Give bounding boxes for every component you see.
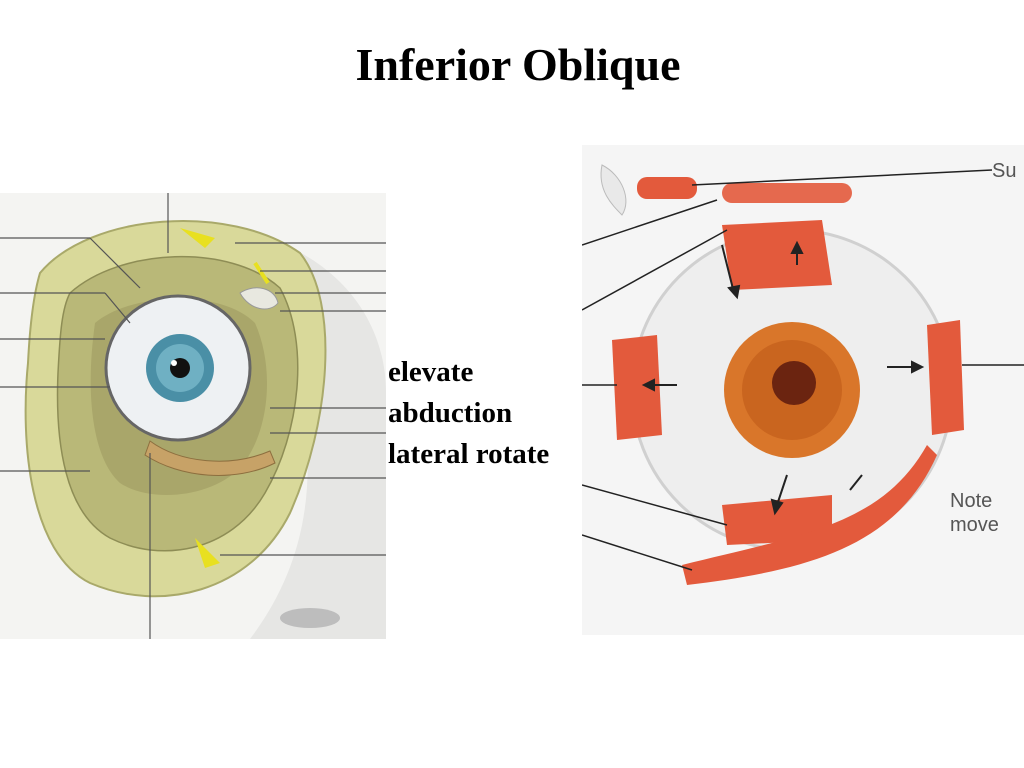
orbit-anterior-illustration	[0, 193, 386, 639]
note-line-2: move	[950, 514, 999, 536]
action-elevate: elevate	[388, 356, 474, 388]
action-lateral-rotate: lateral rotate	[388, 438, 550, 470]
slide-title: Inferior Oblique	[355, 39, 681, 90]
extraocular-muscles-illustration: Su Note move	[582, 145, 1024, 635]
action-abduction: abduction	[388, 397, 513, 429]
muscle-actions-list: elevate abduction lateral rotate	[388, 352, 549, 475]
note-line-1: Note	[950, 490, 992, 512]
label-top-snippet: Su	[992, 160, 1016, 182]
